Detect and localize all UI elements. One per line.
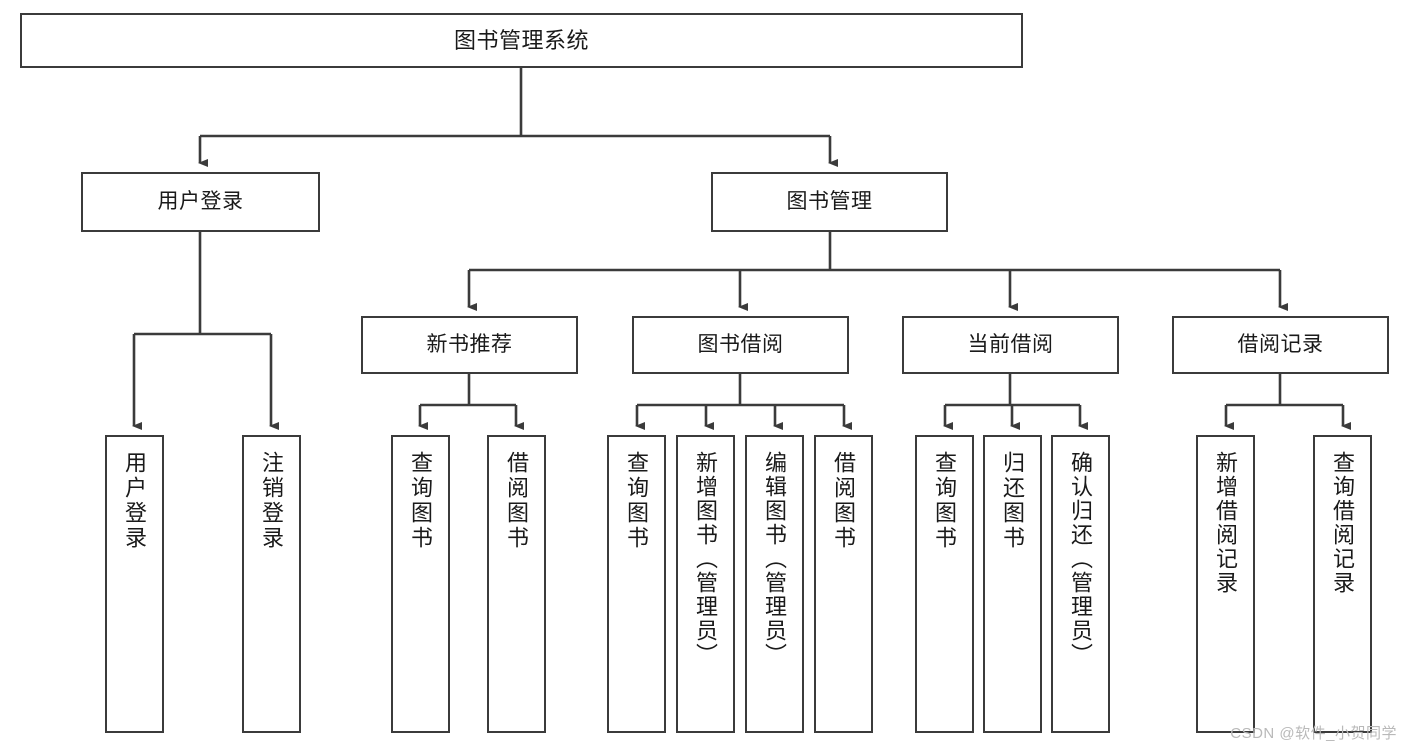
node-leaf-book-borrow-query[interactable]: 查询图书 (607, 435, 666, 733)
node-label: 查询图书 (408, 451, 434, 551)
node-label: 确认归还（管理员） (1068, 451, 1094, 667)
node-user-login[interactable]: 用户登录 (81, 172, 320, 232)
node-label: 新增图书（管理员） (693, 451, 719, 667)
node-label: 查询图书 (624, 451, 650, 551)
node-label: 注销登录 (259, 451, 285, 551)
node-label: 用户登录 (157, 189, 244, 213)
node-leaf-current-borrow-confirm-admin[interactable]: 确认归还（管理员） (1051, 435, 1110, 733)
node-label: 归还图书 (1000, 451, 1026, 551)
node-label: 图书管理 (786, 189, 873, 213)
csdn-watermark: CSDN @软件_小贺同学 (1230, 725, 1397, 742)
node-label: 查询图书 (932, 451, 958, 551)
node-leaf-current-borrow-return[interactable]: 归还图书 (983, 435, 1042, 733)
node-leaf-book-borrow-add-admin[interactable]: 新增图书（管理员） (676, 435, 735, 733)
node-leaf-user-login-signin[interactable]: 用户登录 (105, 435, 164, 733)
node-label: 借阅图书 (831, 451, 857, 551)
node-label: 图书借阅 (697, 332, 784, 356)
node-leaf-borrow-record-query[interactable]: 查询借阅记录 (1313, 435, 1372, 733)
node-label: 新书推荐 (426, 332, 513, 356)
node-label: 新增借阅记录 (1213, 451, 1239, 595)
node-current-borrow[interactable]: 当前借阅 (902, 316, 1119, 374)
node-label: 当前借阅 (967, 332, 1054, 356)
node-label: 借阅记录 (1237, 332, 1324, 356)
node-book-management[interactable]: 图书管理 (711, 172, 948, 232)
node-label: 编辑图书（管理员） (762, 451, 788, 667)
node-label: 查询借阅记录 (1330, 451, 1356, 595)
node-root-book-management-system[interactable]: 图书管理系统 (20, 13, 1023, 68)
node-book-borrow[interactable]: 图书借阅 (632, 316, 849, 374)
node-new-book-recommend[interactable]: 新书推荐 (361, 316, 578, 374)
node-leaf-new-book-query[interactable]: 查询图书 (391, 435, 450, 733)
node-leaf-borrow-record-add[interactable]: 新增借阅记录 (1196, 435, 1255, 733)
node-leaf-book-borrow-edit-admin[interactable]: 编辑图书（管理员） (745, 435, 804, 733)
node-leaf-user-login-signout[interactable]: 注销登录 (242, 435, 301, 733)
node-label: 借阅图书 (504, 451, 530, 551)
node-borrow-record[interactable]: 借阅记录 (1172, 316, 1389, 374)
node-label: 用户登录 (122, 451, 148, 551)
node-leaf-new-book-borrow[interactable]: 借阅图书 (487, 435, 546, 733)
node-leaf-current-borrow-query[interactable]: 查询图书 (915, 435, 974, 733)
node-leaf-book-borrow-borrow[interactable]: 借阅图书 (814, 435, 873, 733)
node-label: 图书管理系统 (453, 27, 589, 53)
